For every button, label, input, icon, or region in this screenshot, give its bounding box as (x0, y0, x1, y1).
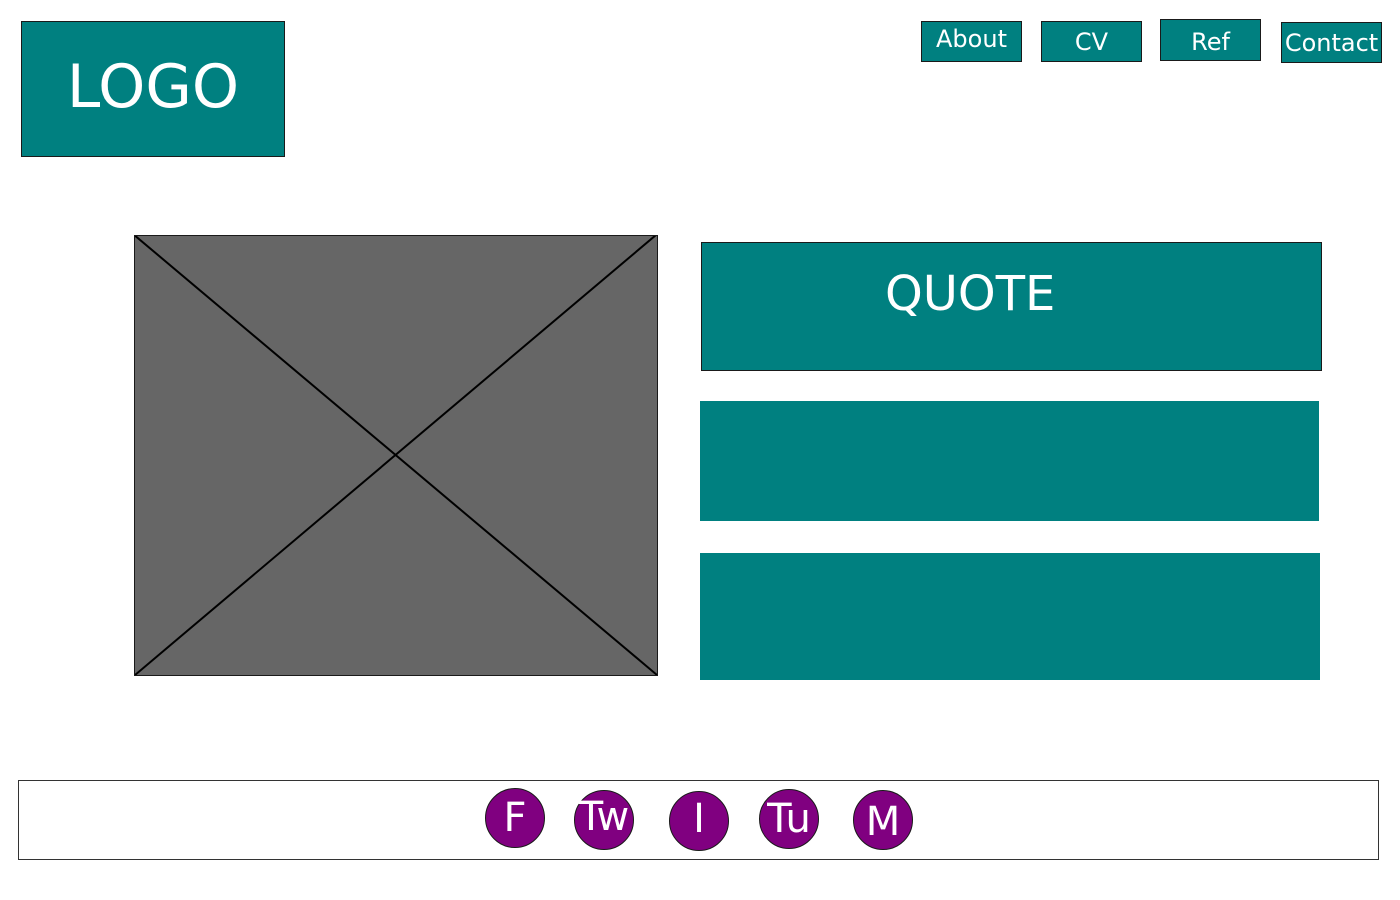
nav-about-button[interactable]: About (921, 21, 1022, 62)
quote-label: QUOTE (885, 266, 1056, 322)
instagram-icon[interactable]: I (669, 791, 729, 851)
nav-ref-button[interactable]: Ref (1160, 19, 1261, 61)
logo[interactable]: LOGO (21, 21, 285, 157)
tumblr-icon[interactable]: Tu (759, 789, 819, 849)
nav-cv-button[interactable]: CV (1041, 21, 1142, 62)
facebook-icon[interactable]: F (485, 788, 545, 848)
twitter-icon[interactable]: Tw (574, 790, 634, 850)
nav-contact-button[interactable]: Contact (1281, 22, 1382, 63)
content-block (700, 553, 1320, 680)
quote-box: QUOTE (701, 242, 1322, 371)
content-block (700, 401, 1319, 521)
hero-image-placeholder (134, 235, 658, 676)
image-placeholder-x-icon (135, 236, 657, 675)
medium-icon[interactable]: M (853, 790, 913, 850)
